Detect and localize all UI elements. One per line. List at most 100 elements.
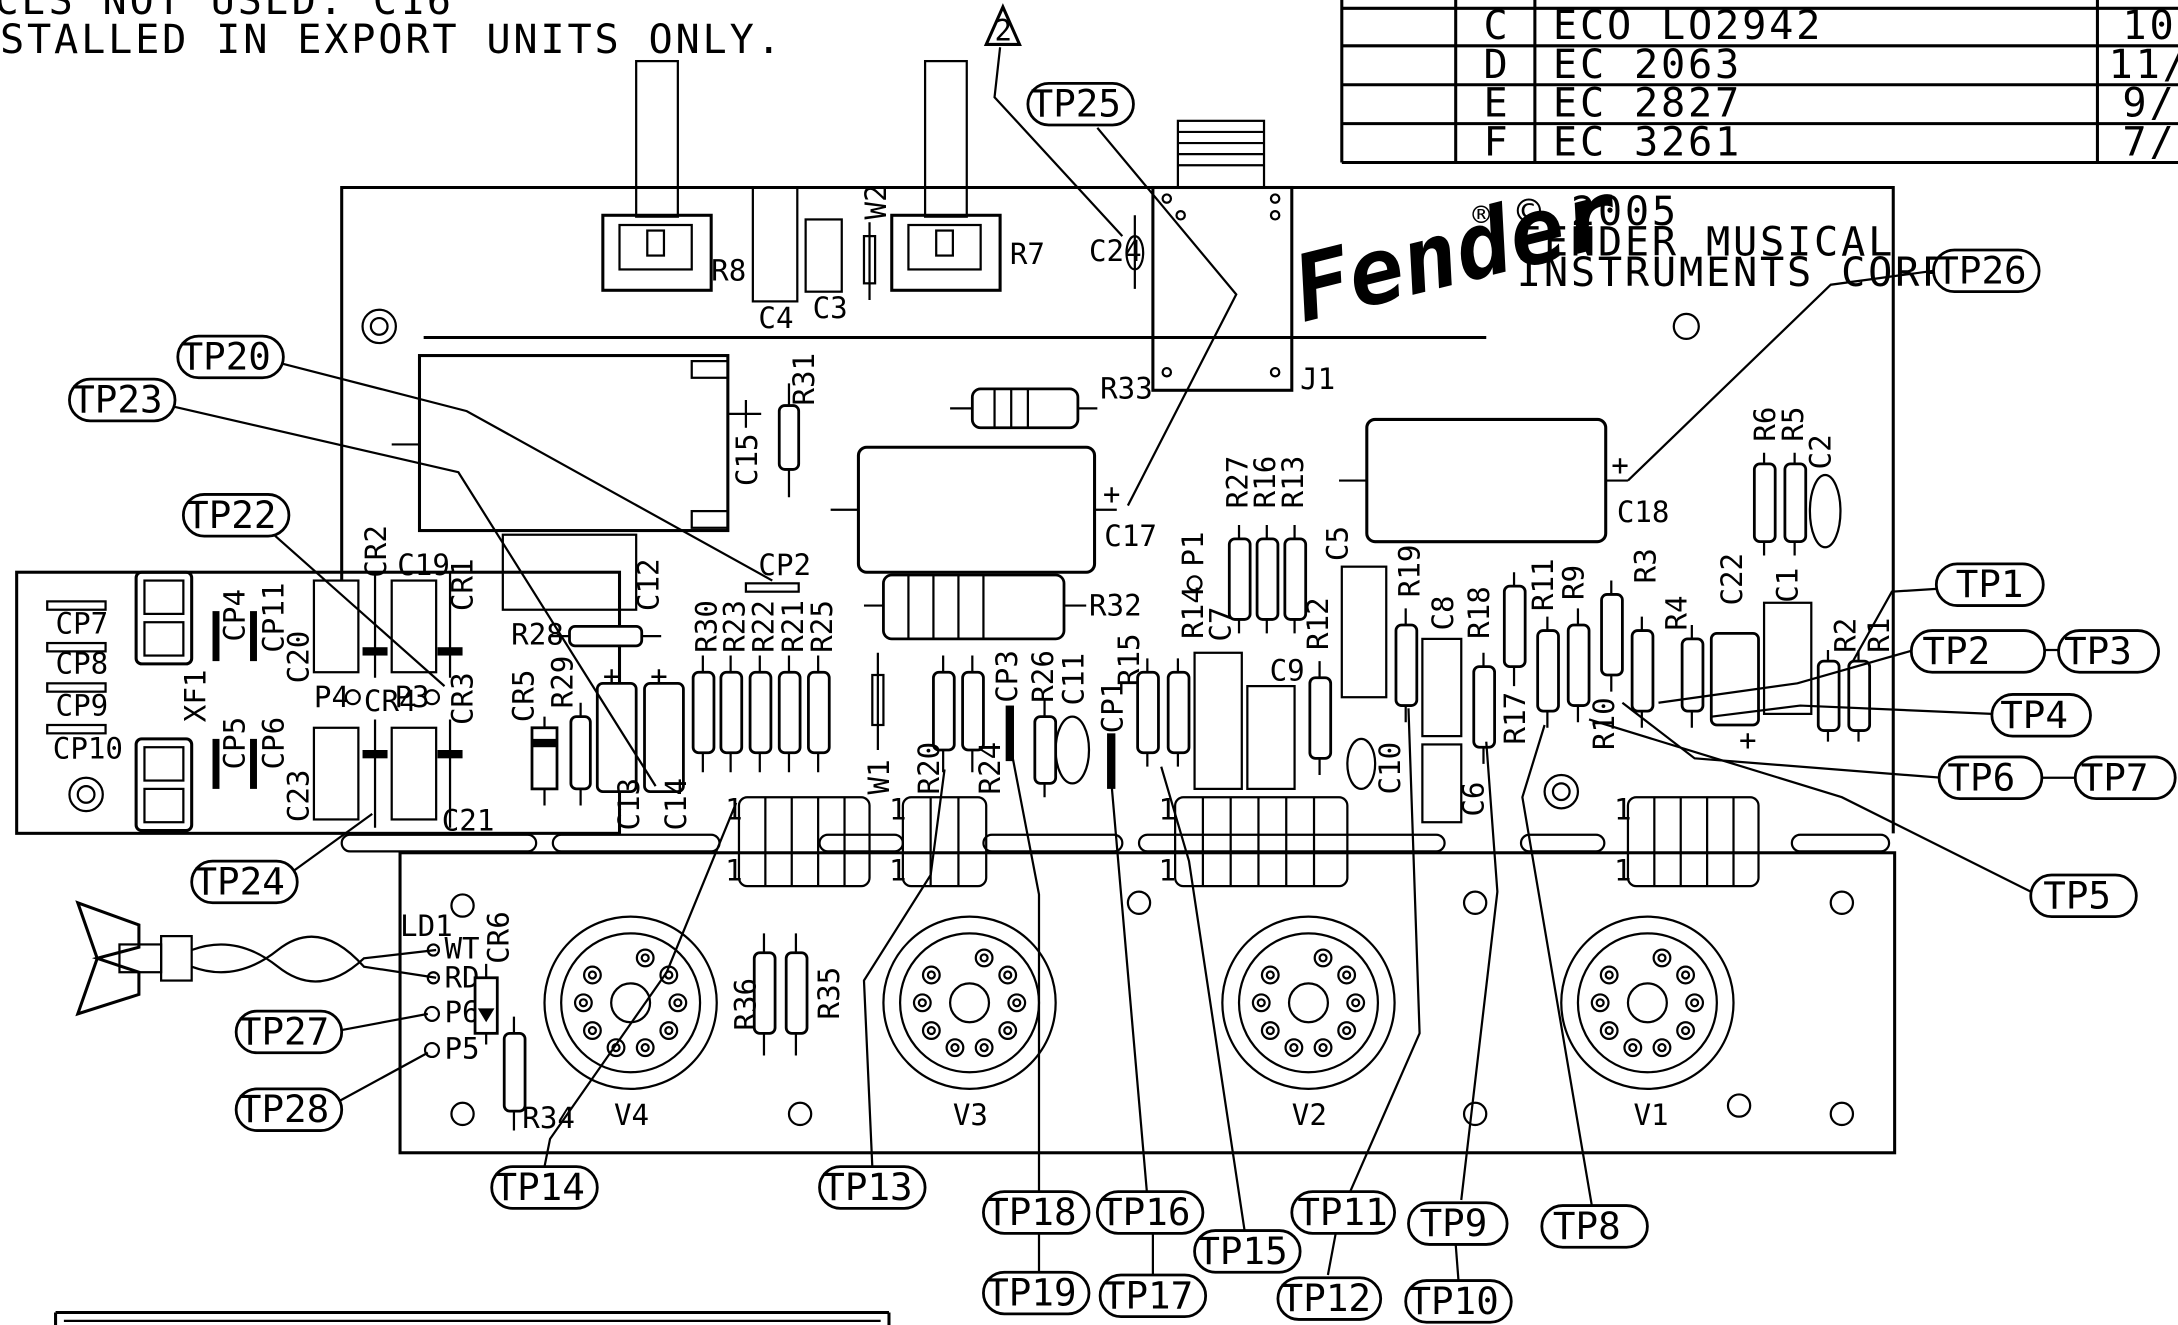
svg-text:WT: WT [444,931,479,965]
resistor-r26: R26 [1026,650,1060,798]
svg-text:LD1: LD1 [400,909,453,943]
test-point-tp4: TP4 [1990,693,2092,738]
svg-text:TP12: TP12 [1281,1276,1371,1320]
svg-text:TP17: TP17 [1103,1273,1193,1317]
svg-text:TP7: TP7 [2081,755,2149,799]
copyright-line-3: INSTRUMENTS CORP. [1517,250,1976,296]
svg-text:R35: R35 [812,967,846,1020]
svg-text:CP1: CP1 [1095,681,1129,734]
test-point-tp15: TP15 [1193,1229,1302,1274]
test-point-tp9: TP9 [1407,1201,1509,1246]
svg-text:TP3: TP3 [2064,629,2132,673]
svg-text:C22: C22 [1715,553,1749,606]
svg-text:TP10: TP10 [1408,1279,1498,1323]
capacitor-c8: C8 [1421,595,1463,738]
test-point-tp10: TP10 [1404,1279,1513,1324]
svg-text:R34: R34 [522,1101,575,1135]
test-point-tp26: TP26 [1932,248,2041,294]
mounting-holes [68,308,1855,1127]
rev-c-date: 10/ [2122,3,2178,49]
jack-j1: J1 [1151,119,1335,396]
svg-text:TP18: TP18 [986,1190,1076,1234]
resistor-r17-r11-r9: R17 R11 R9 R10 [1498,558,1621,750]
svg-text:R20: R20 [912,742,946,795]
svg-text:+: + [1611,448,1629,482]
resistor-r24: R24 [961,655,1007,795]
label-c15: C15 [730,433,764,486]
svg-text:1: 1 [725,854,743,888]
revision-table: C ECO LO2942 10/ D EC 2063 11/1 E EC 282… [1340,0,2178,166]
potentiometer-r8: R8 [601,60,746,292]
svg-text:R11: R11 [1526,558,1560,611]
svg-text:CP3: CP3 [990,650,1024,703]
test-point-tp24: TP24 [190,859,299,905]
svg-text:TP6: TP6 [1947,755,2015,799]
svg-text:W2: W2 [859,184,893,219]
diode-cr6: CR6 [473,911,515,1045]
svg-text:R9: R9 [1556,565,1590,600]
svg-text:TP16: TP16 [1100,1190,1190,1234]
rev-f-change: EC 3261 [1553,120,1742,166]
svg-text:C12: C12 [631,558,665,611]
resistor-r36-r35: R36 R35 [729,933,846,1056]
svg-text:C5: C5 [1320,526,1354,561]
capacitor-c18: + C18 [1339,417,1670,544]
svg-text:TP24: TP24 [194,859,284,903]
svg-text:C20: C20 [281,631,315,684]
svg-text:C13: C13 [612,778,646,831]
svg-text:R25: R25 [805,600,839,653]
svg-text:R29: R29 [545,656,579,709]
socket-connectors: 1 1 1 1 1 1 1 1 [725,792,1760,888]
resistor-r19: R19 [1393,545,1427,723]
svg-text:1: 1 [1614,792,1632,826]
svg-text:R2: R2 [1829,618,1863,653]
svg-text:CP6: CP6 [256,717,290,770]
copyright-line-1: © 2005 [1517,189,1679,235]
svg-text:TP13: TP13 [822,1165,912,1209]
svg-text:+: + [1103,477,1121,511]
resistor-r33: R33 [950,372,1153,430]
svg-text:R14: R14 [1176,586,1210,639]
svg-text:TP8: TP8 [1553,1204,1621,1248]
jumper-cp3: CP3 [990,650,1024,762]
svg-text:TP20: TP20 [181,334,271,378]
svg-text:TP23: TP23 [72,378,162,422]
capacitor-c12: C12 [501,533,665,611]
rev-d-date: 11/1 [2109,42,2178,88]
svg-text:P5: P5 [444,1031,479,1065]
svg-text:P3: P3 [394,680,429,714]
svg-text:C21: C21 [442,804,495,838]
svg-text:R12: R12 [1301,597,1335,650]
svg-text:XF1: XF1 [179,670,213,723]
revision-marker: 2 [983,3,1022,47]
svg-text:R16: R16 [1248,456,1282,509]
resistor-r20: R20 [912,655,956,795]
svg-text:CP7: CP7 [56,606,109,640]
resistor-r3-r4: R3 R4 [1600,548,1705,728]
svg-text:V4: V4 [614,1098,649,1132]
diode-cr5: CR5 [506,670,559,806]
svg-text:R8: R8 [711,254,746,288]
test-point-tp11: TP11 [1290,1190,1396,1235]
svg-text:R4: R4 [1659,595,1693,630]
test-point-tp6: TP6 [1937,755,2044,800]
svg-text:R32: R32 [1089,588,1142,622]
test-point-tp3: TP3 [2057,629,2160,674]
tube-socket-v1: V1 [1560,915,1735,1132]
potentiometer-r7: R7 [890,60,1045,292]
test-point-tp17: TP17 [1098,1273,1208,1319]
svg-text:C9: C9 [1270,654,1305,688]
svg-text:R18: R18 [1462,586,1496,639]
svg-text:TP28: TP28 [239,1087,329,1131]
svg-text:C19: C19 [397,548,450,582]
rev-e-letter: E [1483,81,1510,127]
svg-text:J1: J1 [1300,362,1335,396]
jumper-cp1: CP1 [1095,681,1129,789]
svg-text:TP9: TP9 [1420,1201,1488,1245]
resistor-r6-r5-c2: R6 R5 C2 [1748,407,1842,556]
svg-text:R24: R24 [973,742,1007,795]
svg-text:CR1: CR1 [445,558,479,611]
r14-c7-labels: R14 P1 C7 [1176,532,1243,790]
test-point-tp2: TP2 [1909,629,2047,674]
